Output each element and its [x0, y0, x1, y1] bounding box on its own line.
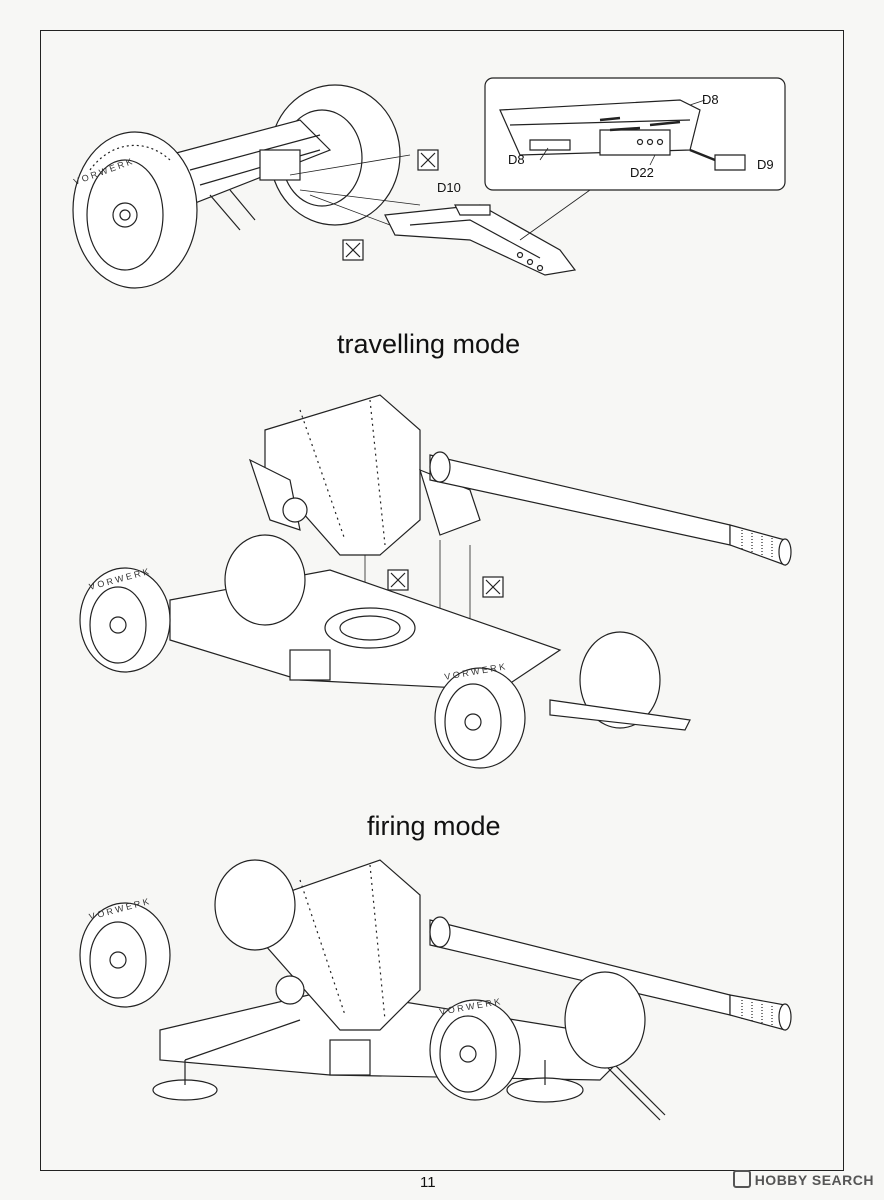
- part-callout-d10: D10: [437, 180, 461, 195]
- watermark-text: HOBBY SEARCH: [754, 1172, 874, 1188]
- bottom-assembly: [79, 859, 792, 1121]
- travelling-mode-label: travelling mode: [337, 329, 521, 359]
- firing-mode-label: firing mode: [367, 811, 501, 841]
- watermark-logo-icon: [732, 1170, 751, 1188]
- detail-inset: [484, 77, 786, 191]
- page-number: 11: [420, 1174, 436, 1191]
- watermark: HOBBY SEARCH: [732, 1170, 874, 1188]
- middle-assembly: [79, 394, 792, 769]
- part-callout-d8: D8: [702, 92, 719, 107]
- part-callout-d22: D22: [630, 165, 654, 180]
- part-callout-d9: D9: [757, 157, 774, 172]
- page-frame: [40, 30, 844, 1171]
- part-callout-d8: D8: [508, 152, 525, 167]
- top-assembly: [72, 84, 591, 289]
